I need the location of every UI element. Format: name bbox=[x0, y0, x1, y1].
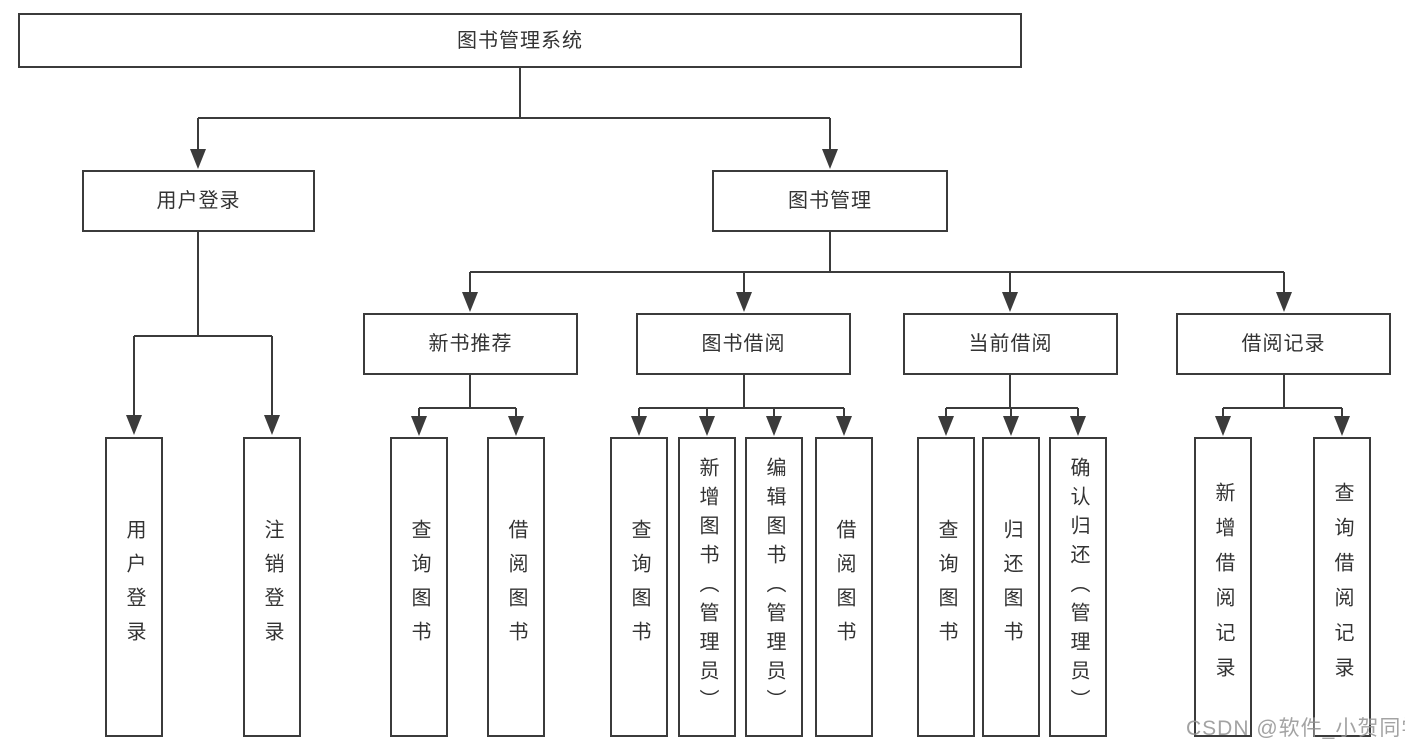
leaf-query-borrow-record: 查询借阅记录 bbox=[1313, 437, 1371, 737]
node-book-borrow: 图书借阅 bbox=[636, 313, 851, 375]
leaf-query-book-recommend: 查询图书 bbox=[390, 437, 448, 737]
connector-login-branch bbox=[126, 232, 280, 435]
leaf-query-book-borrow: 查询图书 bbox=[610, 437, 668, 737]
connector-current-branch bbox=[938, 375, 1086, 436]
connector-root-branch bbox=[190, 68, 838, 169]
node-root-system: 图书管理系统 bbox=[18, 13, 1022, 68]
csdn-watermark: CSDN @软件_小贺同学 bbox=[1186, 717, 1405, 740]
leaf-confirm-return-admin: 确认归还（管理员） bbox=[1049, 437, 1107, 737]
leaf-borrow-book-borrow: 借阅图书 bbox=[815, 437, 873, 737]
leaf-return-book: 归还图书 bbox=[982, 437, 1040, 737]
connector-mgmt-branch bbox=[462, 232, 1292, 312]
leaf-query-book-current: 查询图书 bbox=[917, 437, 975, 737]
node-borrow-records: 借阅记录 bbox=[1176, 313, 1391, 375]
node-current-borrow: 当前借阅 bbox=[903, 313, 1118, 375]
leaf-borrow-book-recommend: 借阅图书 bbox=[487, 437, 545, 737]
connector-borrow-branch bbox=[631, 375, 852, 436]
connector-rec-branch bbox=[411, 375, 524, 436]
node-new-book-recommend: 新书推荐 bbox=[363, 313, 578, 375]
node-book-management: 图书管理 bbox=[712, 170, 948, 232]
leaf-add-borrow-record: 新增借阅记录 bbox=[1194, 437, 1252, 737]
leaf-logout: 注销登录 bbox=[243, 437, 301, 737]
node-user-login: 用户登录 bbox=[82, 170, 315, 232]
leaf-user-login: 用户登录 bbox=[105, 437, 163, 737]
leaf-add-book-admin: 新增图书（管理员） bbox=[678, 437, 736, 737]
leaf-edit-book-admin: 编辑图书（管理员） bbox=[745, 437, 803, 737]
connector-records-branch bbox=[1215, 375, 1350, 436]
